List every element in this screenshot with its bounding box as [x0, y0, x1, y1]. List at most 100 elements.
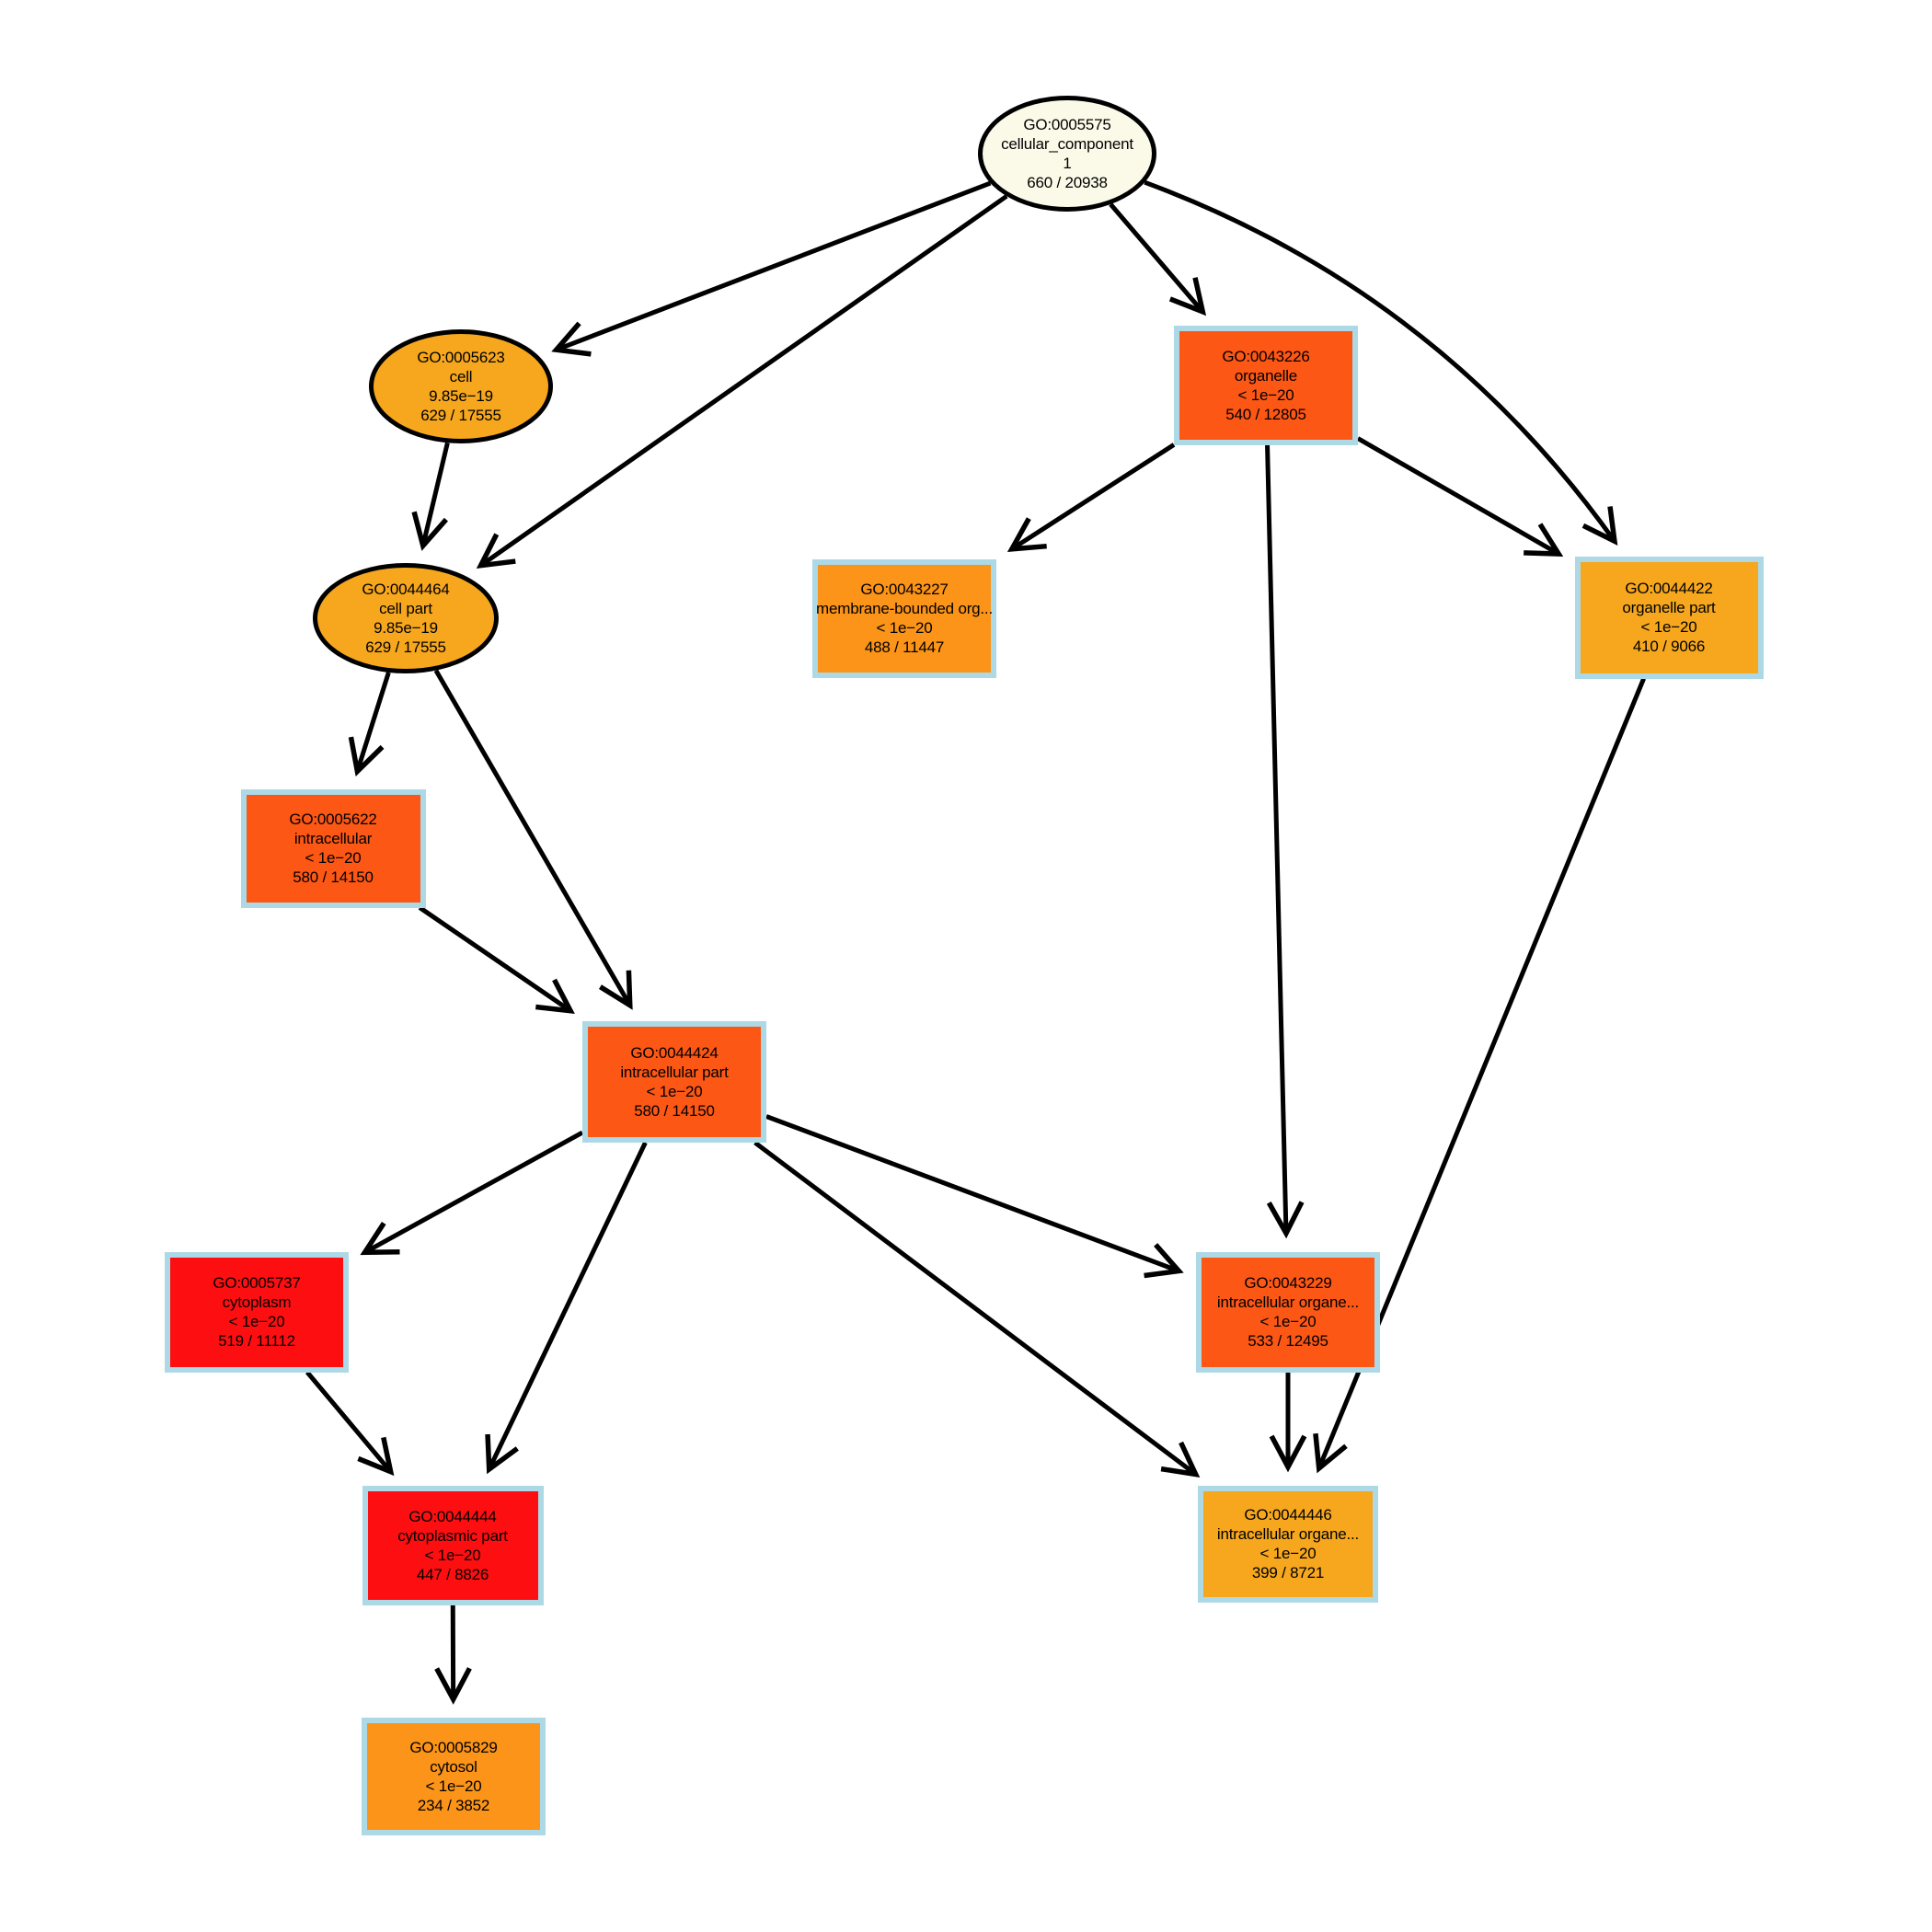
node-gene-counts: 580 / 14150	[293, 868, 374, 886]
edge-arrowhead	[411, 511, 449, 551]
node-pvalue: < 1e−20	[424, 1547, 481, 1564]
node-pvalue: < 1e−20	[646, 1083, 703, 1100]
edge-line	[420, 442, 450, 546]
node-pvalue: < 1e−20	[1259, 1313, 1317, 1330]
node-pvalue: < 1e−20	[1259, 1545, 1317, 1562]
node-term-label: intracellular part	[620, 1064, 729, 1081]
edge-arrowhead	[535, 978, 575, 1015]
node-term-label: cytoplasmic part	[397, 1527, 508, 1545]
node-go-id: GO:0044446	[1244, 1506, 1332, 1524]
node-pvalue: < 1e−20	[1237, 386, 1294, 404]
edge-line	[418, 905, 572, 1013]
edge-arrowhead	[599, 970, 633, 1010]
node-gene-counts: 660 / 20938	[1027, 174, 1108, 191]
node-gene-counts: 580 / 14150	[634, 1102, 715, 1120]
edge-line	[1144, 179, 1616, 543]
node-pvalue: 1	[1063, 155, 1072, 172]
edge-line	[487, 1141, 648, 1471]
node-go-0043229: GO:0043229 intracellular organe... < 1e−20…	[1196, 1251, 1380, 1373]
node-go-0005737: GO:0005737 cytoplasm < 1e−20 519 / 11112	[165, 1251, 349, 1373]
edge-arrowhead	[1144, 1243, 1184, 1279]
edge-line	[1356, 436, 1560, 557]
edge-arrowhead	[348, 736, 385, 777]
node-pvalue: < 1e−20	[425, 1777, 482, 1795]
node-pvalue: < 1e−20	[876, 619, 933, 637]
node-go-id: GO:0005829	[409, 1739, 498, 1756]
edge-line	[305, 1370, 393, 1474]
node-gene-counts: 488 / 11447	[864, 638, 945, 656]
edge-line	[765, 1114, 1180, 1273]
node-term-label: intracellular organe...	[1216, 1294, 1360, 1311]
node-go-id: GO:0044422	[1625, 580, 1713, 597]
node-pvalue: < 1e−20	[1640, 618, 1697, 636]
node-go-id: GO:0005575	[1023, 116, 1111, 133]
node-go-id: GO:0044424	[630, 1044, 719, 1062]
node-go-id: GO:0043227	[860, 581, 949, 598]
node-go-0043227: GO:0043227 membrane-bounded org... < 1e−20…	[812, 558, 996, 678]
node-go-id: GO:0005623	[417, 349, 505, 366]
edge-arrowhead	[1313, 1432, 1348, 1474]
node-gene-counts: 533 / 12495	[1248, 1332, 1328, 1350]
node-gene-counts: 234 / 3852	[417, 1797, 490, 1814]
node-term-label: organelle	[1234, 367, 1298, 385]
node-go-id: GO:0005737	[213, 1274, 301, 1292]
edge-arrowhead	[1581, 506, 1618, 546]
node-term-label: organelle part	[1622, 599, 1716, 616]
edge-arrowhead	[434, 1667, 472, 1705]
edge-arrowhead	[1269, 1434, 1307, 1473]
node-term-label: membrane-bounded org...	[816, 600, 993, 617]
edge-line	[433, 669, 632, 1006]
edge-line	[555, 180, 992, 352]
node-go-id: GO:0043229	[1244, 1274, 1332, 1292]
edge-line	[355, 672, 391, 773]
node-term-label: cytoplasm	[222, 1294, 292, 1311]
edge-arrowhead	[476, 533, 516, 569]
node-gene-counts: 519 / 11112	[218, 1332, 295, 1350]
node-go-0043226: GO:0043226 organelle< 1e−20 540 / 12805	[1174, 326, 1358, 445]
node-go-id: GO:0005622	[289, 811, 377, 828]
edge-line	[1265, 444, 1289, 1234]
node-term-label: cell	[449, 368, 473, 385]
node-gene-counts: 629 / 17555	[420, 407, 501, 424]
node-gene-counts: 629 / 17555	[365, 638, 446, 656]
edge-line	[363, 1130, 584, 1255]
edge-arrowhead	[1160, 1441, 1201, 1478]
node-gene-counts: 399 / 8721	[1251, 1564, 1325, 1581]
edge-arrowhead	[1524, 523, 1564, 557]
edge-arrowhead	[357, 1436, 395, 1477]
edge-arrowhead	[1006, 517, 1047, 552]
edge-arrowhead	[1168, 277, 1207, 316]
edge-arrowhead	[360, 1221, 400, 1256]
node-gene-counts: 540 / 12805	[1225, 406, 1306, 423]
node-go-id: GO:0043226	[1222, 348, 1310, 365]
node-term-label: intracellular organe...	[1216, 1525, 1360, 1543]
node-go-0005623: GO:0005623 cell 9.85e−19 629 / 17555	[369, 329, 553, 443]
node-pvalue: 9.85e−19	[429, 387, 493, 405]
node-go-0044422: GO:0044422 organelle part < 1e−20 410 / 906…	[1574, 556, 1764, 679]
edge-line	[753, 1141, 1198, 1477]
node-gene-counts: 410 / 9066	[1632, 638, 1706, 655]
node-go-id: GO:0044464	[362, 581, 450, 598]
edge-line	[479, 194, 1008, 568]
node-go-0044424: GO:0044424 intracellular part < 1e−20 580 /…	[582, 1021, 766, 1143]
edge-arrowhead	[551, 321, 592, 357]
node-pvalue: < 1e−20	[305, 849, 362, 867]
node-pvalue: < 1e−20	[228, 1313, 285, 1330]
node-term-label: cytosol	[430, 1758, 477, 1776]
node-term-label: intracellular	[293, 830, 373, 847]
node-term-label: cell part	[379, 600, 432, 617]
edge-line	[1109, 202, 1205, 314]
node-term-label: cellular_component	[1001, 135, 1133, 153]
edge-arrowhead	[1266, 1201, 1305, 1239]
edge-arrowhead	[485, 1433, 519, 1475]
node-go-0005829: GO:0005829 cytosol< 1e−20 234 / 3852	[362, 1718, 546, 1835]
edge-line	[1010, 443, 1176, 551]
node-pvalue: 9.85e−19	[374, 619, 438, 637]
node-gene-counts: 447 / 8826	[416, 1566, 489, 1583]
